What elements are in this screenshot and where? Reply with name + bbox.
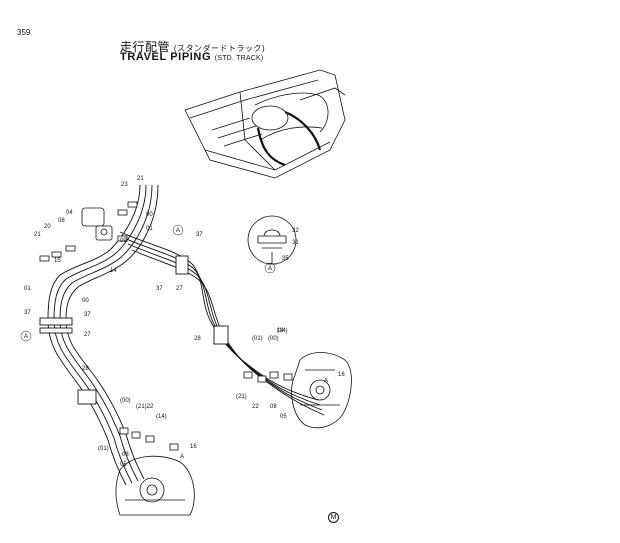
travel-motor-right: [291, 352, 352, 429]
part-label: 37: [156, 286, 163, 292]
title-english-main: TRAVEL PIPING: [120, 51, 212, 63]
title-japanese-main: 走行配管: [120, 40, 171, 54]
part-label: (21)22: [136, 404, 154, 410]
part-label: 28: [82, 366, 89, 372]
part-label: 27: [84, 332, 91, 338]
hose-clamps: [39, 255, 229, 405]
title-english: TRAVEL PIPING (STD. TRACK): [120, 51, 263, 63]
part-label: 21: [137, 176, 144, 182]
part-label: (00): [268, 336, 279, 342]
part-label: 14: [110, 268, 117, 274]
part-label: 00: [82, 298, 89, 304]
title-english-sub: (STD. TRACK): [214, 55, 264, 62]
undercarriage-overview: [184, 69, 346, 179]
part-label: 20: [44, 224, 51, 230]
part-label: (21): [236, 394, 247, 400]
part-label: 01: [146, 226, 153, 232]
part-label: 08: [122, 452, 129, 458]
part-label: (01): [98, 446, 109, 452]
part-label: 14: [277, 328, 284, 334]
corner-mark: M: [328, 512, 339, 523]
part-label: 37: [24, 310, 31, 316]
part-label: 32: [292, 228, 299, 234]
part-label: 05: [120, 462, 127, 468]
part-label: 16: [190, 444, 197, 450]
part-label: 35: [282, 256, 289, 262]
part-label: A: [24, 334, 28, 340]
part-label: A: [268, 266, 272, 272]
part-label: 27: [176, 286, 183, 292]
part-label: 21: [34, 232, 41, 238]
label-circle: [20, 330, 32, 342]
hose-bundle-right: [119, 231, 325, 416]
part-label: 15: [54, 258, 61, 264]
part-label: 09: [120, 238, 127, 244]
undercarriage-hoses: [256, 110, 322, 167]
part-label: 23: [121, 182, 128, 188]
part-label: 08: [270, 404, 277, 410]
part-label: 31: [292, 240, 299, 246]
part-label: A: [176, 228, 180, 234]
part-label: (00): [120, 398, 131, 404]
part-label: 22: [252, 404, 259, 410]
part-label: A: [324, 378, 328, 384]
label-circle: [264, 262, 276, 274]
part-label: 00: [146, 212, 153, 218]
part-label: (14): [156, 414, 167, 420]
part-label: 28: [194, 336, 201, 342]
fittings: [39, 201, 293, 451]
part-label: (14): [277, 328, 288, 334]
label-circle: [172, 224, 184, 236]
detail-circle-a: [247, 215, 297, 265]
title-japanese-sub: (スタンダードトラック): [173, 44, 266, 53]
part-label: 01: [24, 286, 31, 292]
part-label: 16: [338, 372, 345, 378]
part-label: A: [180, 454, 184, 460]
travel-motor-left: [115, 455, 195, 516]
part-label: 05: [280, 414, 287, 420]
part-label: 37: [196, 232, 203, 238]
part-label: 08: [58, 218, 65, 224]
title-japanese: 走行配管 (スタンダードトラック): [120, 38, 265, 55]
part-label: 04: [66, 210, 73, 216]
page-number: 359: [17, 28, 31, 37]
part-label: (01): [252, 336, 263, 342]
part-label: 37: [84, 312, 91, 318]
valve-block: [81, 207, 113, 241]
